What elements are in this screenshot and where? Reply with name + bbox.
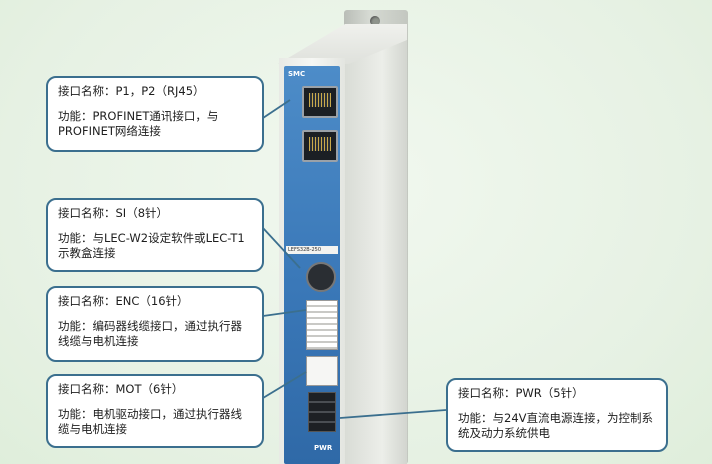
callout-pwr-name: 接口名称：PWR（5针） (458, 386, 584, 400)
callout-p1p2-name: 接口名称：P1，P2（RJ45） (58, 84, 205, 98)
callout-pwr: 接口名称：PWR（5针） 功能：与24V直流电源连接，为控制系统及动力系统供电 (446, 378, 668, 452)
mount-hole (370, 16, 380, 26)
callout-si-name: 接口名称：SI（8针） (58, 206, 169, 220)
brand-logo: SMC (288, 70, 306, 78)
callout-si-func: 功能：与LEC-W2设定软件或LEC-T1示教盒连接 (58, 231, 245, 260)
si-connector (306, 262, 336, 292)
mot-connector (306, 356, 338, 386)
controller-side (345, 40, 407, 464)
callout-si: 接口名称：SI（8针） 功能：与LEC-W2设定软件或LEC-T1示教盒连接 (46, 198, 264, 272)
enc-connector (306, 300, 338, 350)
callout-mot-name: 接口名称：MOT（6针） (58, 382, 184, 396)
rj45-port-p2 (302, 130, 338, 162)
callout-enc-name: 接口名称：ENC（16针） (58, 294, 189, 308)
rj45-port-p1 (302, 86, 338, 118)
callout-mot: 接口名称：MOT（6针） 功能：电机驱动接口，通过执行器线缆与电机连接 (46, 374, 264, 448)
callout-enc-func: 功能：编码器线缆接口，通过执行器线缆与电机连接 (58, 319, 242, 348)
callout-p1p2-func: 功能：PROFINET通讯接口，与PROFINET网络连接 (58, 109, 219, 138)
callout-p1p2: 接口名称：P1，P2（RJ45） 功能：PROFINET通讯接口，与PROFIN… (46, 76, 264, 152)
pwr-port-label: PWR (314, 444, 333, 452)
callout-mot-func: 功能：电机驱动接口，通过执行器线缆与电机连接 (58, 407, 242, 436)
callout-pwr-func: 功能：与24V直流电源连接，为控制系统及动力系统供电 (458, 411, 653, 440)
model-label: LEFS32B-250 (286, 246, 338, 254)
pwr-connector (308, 392, 336, 432)
callout-enc: 接口名称：ENC（16针） 功能：编码器线缆接口，通过执行器线缆与电机连接 (46, 286, 264, 362)
